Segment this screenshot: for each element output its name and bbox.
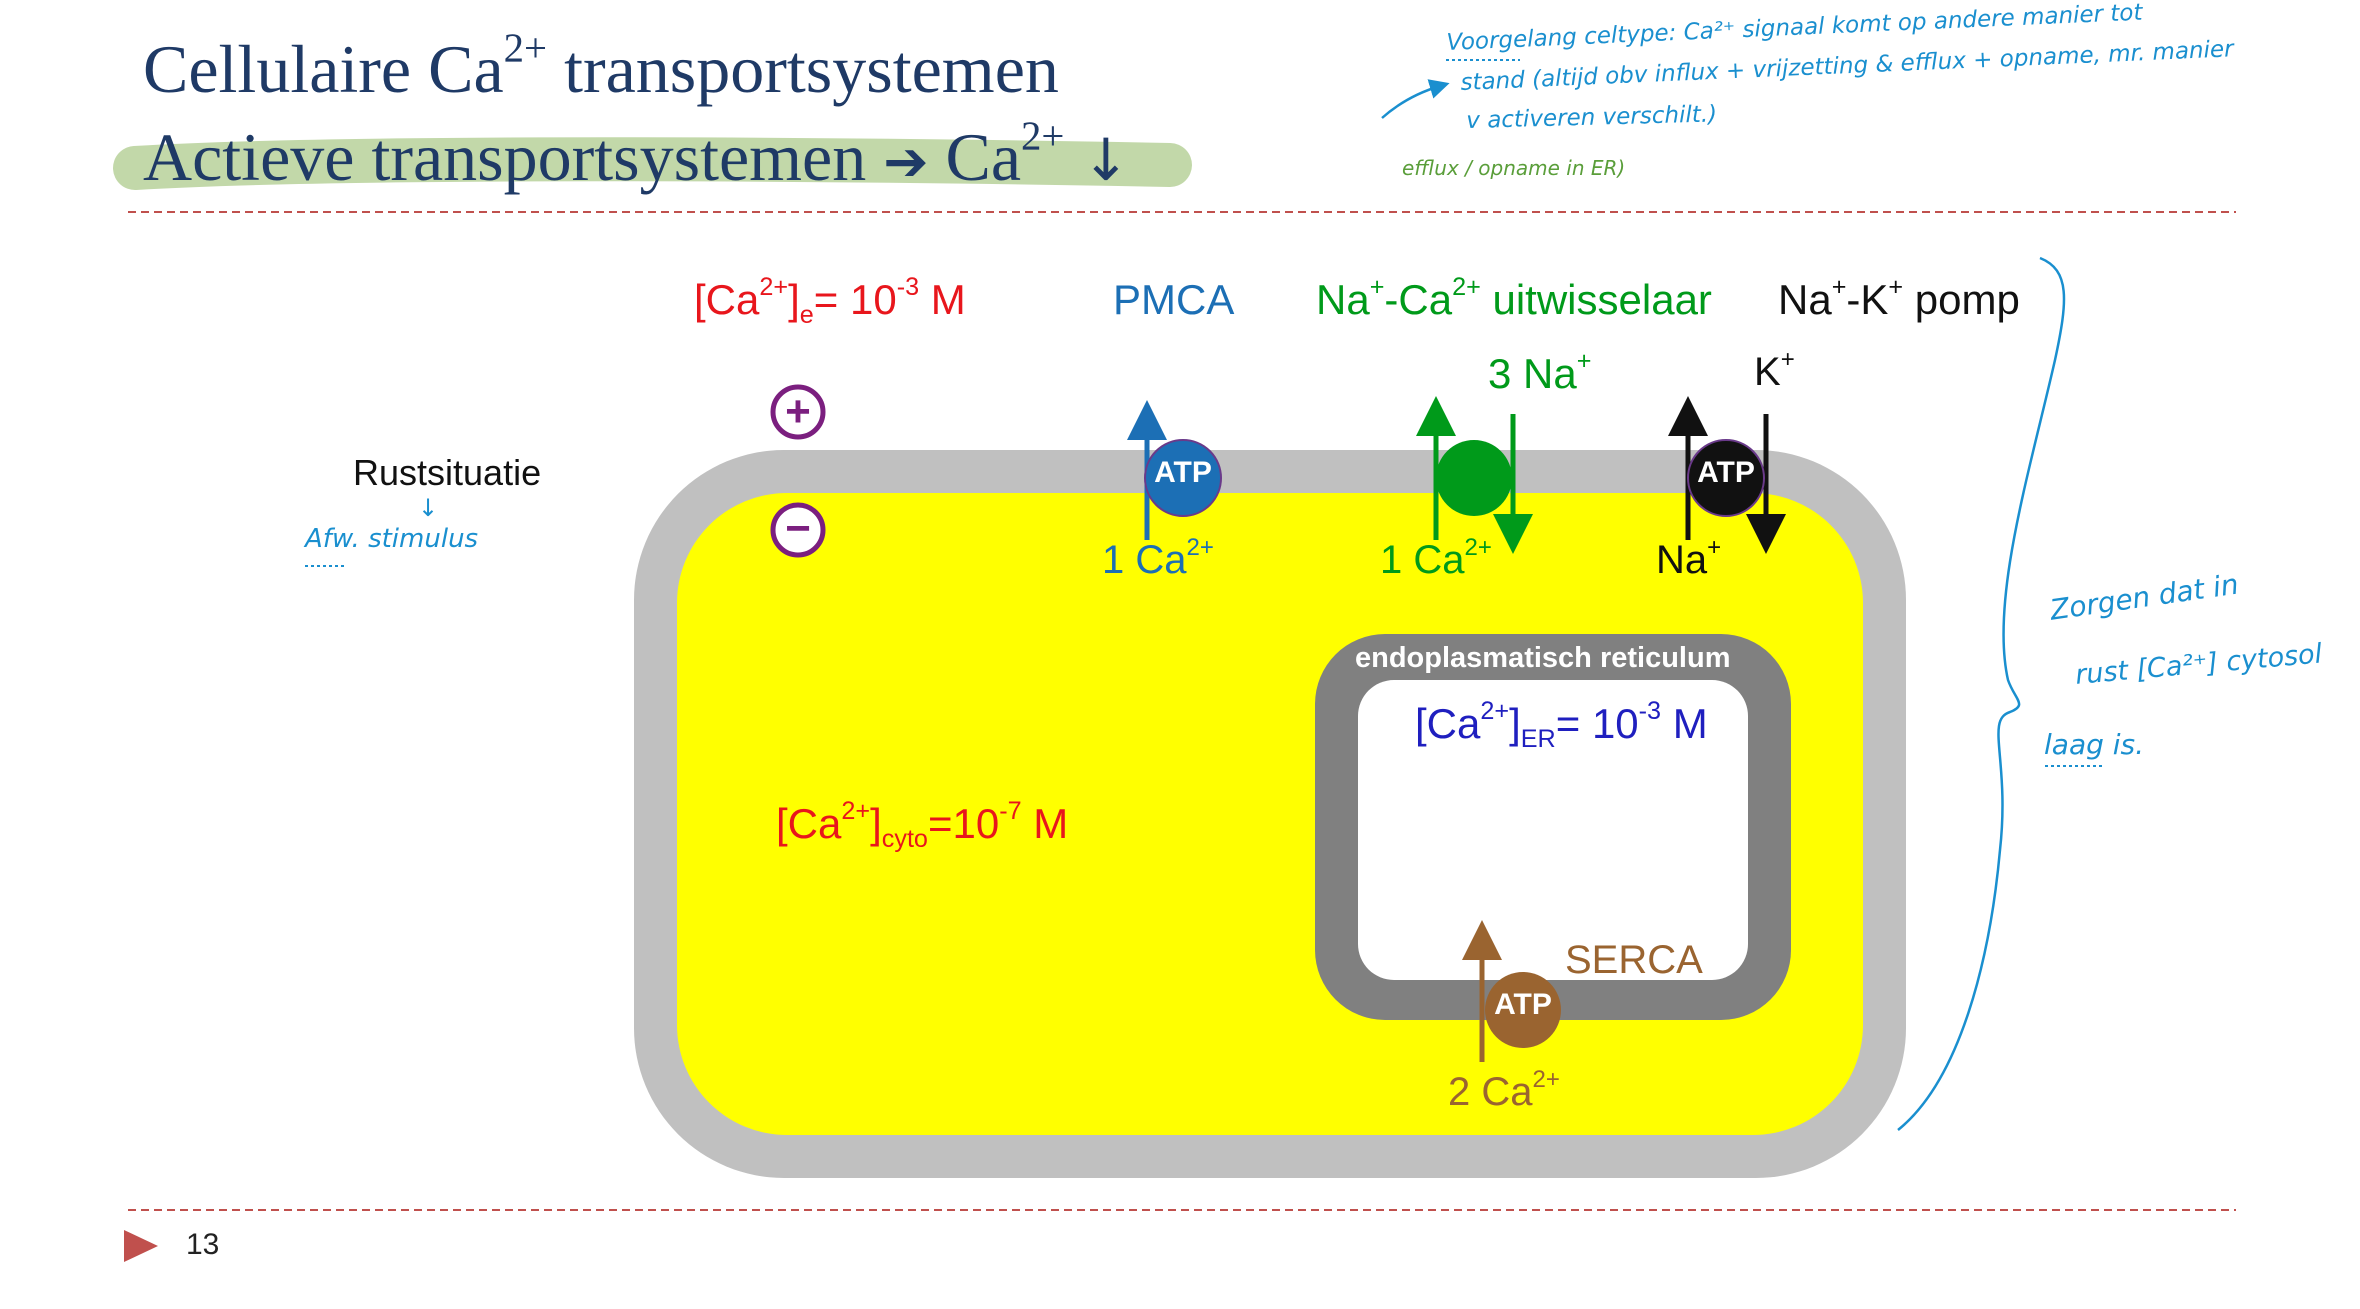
conc-e-sub: e bbox=[799, 300, 814, 329]
conc-e-exp: -3 bbox=[896, 273, 920, 302]
brace-icon bbox=[1897, 256, 2066, 1131]
conc-e-base: [Ca bbox=[694, 276, 760, 323]
nak-sup-b: + bbox=[1888, 273, 1904, 302]
minus-icon: − bbox=[785, 504, 811, 553]
title2-sup: 2+ bbox=[1021, 113, 1065, 159]
ex-label-a: Na bbox=[1316, 276, 1370, 323]
slide-title-line2: Actieve transportsystemen ➔ Ca2+ ↓ bbox=[143, 116, 1131, 197]
conc-cyto-eq: =10 bbox=[927, 800, 1000, 847]
down-arrow-icon: ↓ bbox=[1081, 126, 1131, 194]
note-efflux: efflux / opname in ER) bbox=[1402, 156, 1626, 180]
plus-circle bbox=[770, 384, 826, 440]
serca-label: SERCA bbox=[1565, 938, 1703, 982]
conc-er-sub: ER bbox=[1520, 724, 1556, 753]
pmca-ion-sup: 2+ bbox=[1186, 534, 1214, 561]
pmca-atp-circle bbox=[1144, 439, 1222, 517]
minus-circle bbox=[770, 502, 826, 558]
ex-ca-sup: 2+ bbox=[1464, 534, 1492, 561]
nak-na-text: Na bbox=[1656, 538, 1708, 582]
serca-ion-label: 2 Ca2+ bbox=[1448, 1068, 1560, 1115]
slide-title-line1: Cellulaire Ca2+ transportsystemen bbox=[143, 28, 1059, 109]
conc-er-sup: 2+ bbox=[1480, 697, 1510, 726]
conc-e-eq: = 10 bbox=[813, 276, 897, 323]
conc-e-close: ] bbox=[788, 276, 800, 323]
exchanger-ca-label: 1 Ca2+ bbox=[1380, 536, 1492, 583]
plus-icon: + bbox=[785, 387, 811, 436]
serca-ion-sup: 2+ bbox=[1532, 1066, 1560, 1093]
ex-sup-b: 2+ bbox=[1452, 273, 1481, 302]
nak-k-label: K+ bbox=[1754, 348, 1795, 395]
er-concentration: [Ca2+]ER= 10-3 M bbox=[1415, 697, 1708, 752]
nak-pump-label: Na+-K+ pomp bbox=[1778, 273, 2020, 324]
nak-label-a: Na bbox=[1778, 276, 1832, 323]
title-text-b: transportsystemen bbox=[547, 31, 1059, 107]
note-rest-arrow: ↓ bbox=[418, 494, 439, 522]
nak-na-label: Na+ bbox=[1656, 536, 1721, 583]
note-top-arrow bbox=[1381, 79, 1450, 119]
slide-marker-icon bbox=[124, 1230, 158, 1262]
note-right-line3: laag is. bbox=[2044, 728, 2145, 761]
conc-cyto-exp: -7 bbox=[999, 797, 1022, 826]
nak-sup-a: + bbox=[1831, 273, 1847, 302]
conc-cyto-base: [Ca bbox=[776, 800, 842, 847]
right-arrow-icon: ➔ bbox=[883, 130, 929, 193]
ex-na-sup: + bbox=[1576, 347, 1592, 376]
conc-er-eq: = 10 bbox=[1555, 700, 1639, 747]
serca-atp-circle bbox=[1485, 972, 1561, 1048]
ex-na-text: 3 Na bbox=[1488, 350, 1577, 397]
nak-atp-circle bbox=[1687, 439, 1765, 517]
exchanger-circle bbox=[1436, 440, 1512, 516]
ex-label-b: -Ca bbox=[1384, 276, 1453, 323]
page-number: 13 bbox=[186, 1228, 220, 1261]
exchanger-label: Na+-Ca2+ uitwisselaar bbox=[1316, 273, 1712, 324]
conc-er-base: [Ca bbox=[1415, 700, 1481, 747]
title2-ca: Ca bbox=[928, 119, 1022, 195]
conc-cyto-close: ] bbox=[870, 800, 882, 847]
nak-atp-label: ATP bbox=[1697, 456, 1755, 489]
ex-sup-a: + bbox=[1369, 273, 1385, 302]
highlighter-stroke bbox=[113, 137, 1192, 190]
nak-k-text: K bbox=[1754, 350, 1781, 394]
pmca-ion-text: 1 Ca bbox=[1102, 538, 1187, 582]
note-rest: Afw. stimulus bbox=[305, 524, 479, 554]
pmca-ion-label: 1 Ca2+ bbox=[1102, 536, 1214, 583]
ex-label-c: uitwisselaar bbox=[1480, 276, 1712, 323]
conc-e-sup: 2+ bbox=[759, 273, 789, 302]
er-lumen bbox=[1358, 680, 1748, 980]
pmca-label: PMCA bbox=[1113, 276, 1235, 323]
title2-text: Actieve transportsystemen bbox=[143, 119, 884, 195]
rest-state-label: Rustsituatie bbox=[353, 452, 542, 493]
nak-label-c: pomp bbox=[1903, 276, 2020, 323]
ex-ca-text: 1 Ca bbox=[1380, 538, 1465, 582]
title-text-a: Cellulaire Ca bbox=[143, 31, 504, 107]
nak-na-sup: + bbox=[1707, 534, 1722, 561]
cyto-concentration: [Ca2+]cyto=10-7 M bbox=[776, 797, 1069, 852]
nak-k-sup: + bbox=[1780, 346, 1795, 373]
title-sup: 2+ bbox=[503, 25, 548, 71]
conc-er-close: ] bbox=[1509, 700, 1521, 747]
exchanger-na-label: 3 Na+ bbox=[1488, 347, 1592, 398]
conc-er-exp: -3 bbox=[1638, 697, 1662, 726]
serca-atp-label: ATP bbox=[1494, 988, 1552, 1021]
conc-cyto-unit: M bbox=[1021, 800, 1069, 847]
conc-e-unit: M bbox=[919, 276, 966, 323]
nak-label-b: -K bbox=[1846, 276, 1889, 323]
conc-cyto-sub: cyto bbox=[881, 824, 928, 853]
er-label: endoplasmatisch reticulum bbox=[1355, 642, 1731, 674]
conc-cyto-sup: 2+ bbox=[841, 797, 871, 826]
pmca-atp-label: ATP bbox=[1154, 456, 1212, 489]
conc-er-unit: M bbox=[1661, 700, 1708, 747]
serca-ion-text: 2 Ca bbox=[1448, 1070, 1533, 1114]
extracellular-concentration: [Ca2+]e= 10-3 M bbox=[694, 273, 966, 328]
